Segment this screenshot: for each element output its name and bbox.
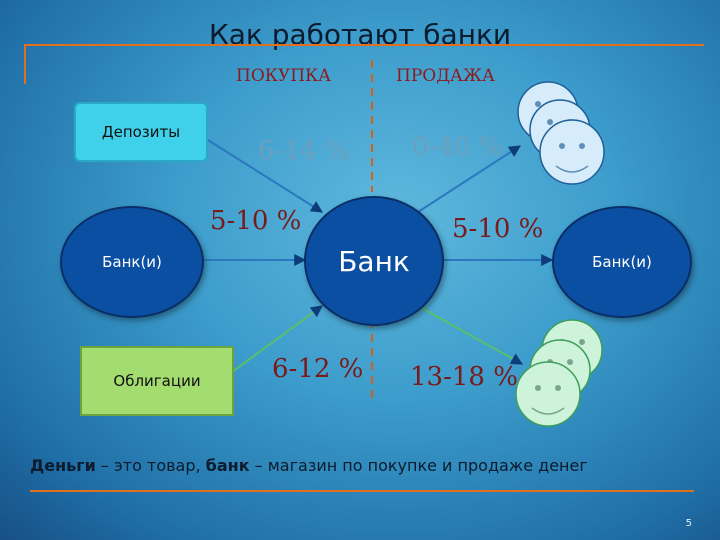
face-top-3 <box>539 119 605 185</box>
bank-center-circle: Банк <box>304 196 444 326</box>
page-number: 5 <box>685 518 692 529</box>
title-underline <box>24 44 704 46</box>
header-buy: ПОКУПКА <box>236 66 332 86</box>
rate-deposits: 6-14 % <box>258 136 350 166</box>
title-underline-corner <box>24 44 26 84</box>
rate-people-bottom: 13-18 % <box>410 362 518 392</box>
header-sell: ПРОДАЖА <box>396 66 495 86</box>
rate-people-top: 0-40 % <box>412 132 504 162</box>
caption-money: Деньги <box>30 456 96 475</box>
rate-bonds: 6-12 % <box>272 354 364 384</box>
caption-part1: – это товар, <box>95 456 206 475</box>
banks-left-circle: Банк(и) <box>60 206 204 318</box>
banks-left-label: Банк(и) <box>102 253 162 271</box>
bonds-box: Облигации <box>80 346 234 416</box>
banks-right-label: Банк(и) <box>592 253 652 271</box>
rate-banks-in: 5-10 % <box>210 206 302 236</box>
caption: Деньги – это товар, банк – магазин по по… <box>30 456 700 475</box>
banks-right-circle: Банк(и) <box>552 206 692 318</box>
arrow-deposits-to-bank <box>207 139 324 213</box>
arrow-bank-to-people-top <box>417 145 522 213</box>
face-bottom-3 <box>515 361 581 427</box>
page-title: Как работают банки <box>208 18 512 51</box>
deposits-box: Депозиты <box>74 102 208 162</box>
caption-part2: – магазин по покупке и продаже денег <box>249 456 588 475</box>
faces-top-group <box>517 81 605 185</box>
bank-center-label: Банк <box>338 244 410 278</box>
arrow-bank-to-people-bottom <box>417 305 524 365</box>
caption-underline <box>30 490 694 492</box>
caption-bank: банк <box>205 456 250 475</box>
arrow-bonds-to-bank <box>231 305 323 373</box>
rate-banks-out: 5-10 % <box>452 214 544 244</box>
faces-bottom-group <box>515 319 603 427</box>
